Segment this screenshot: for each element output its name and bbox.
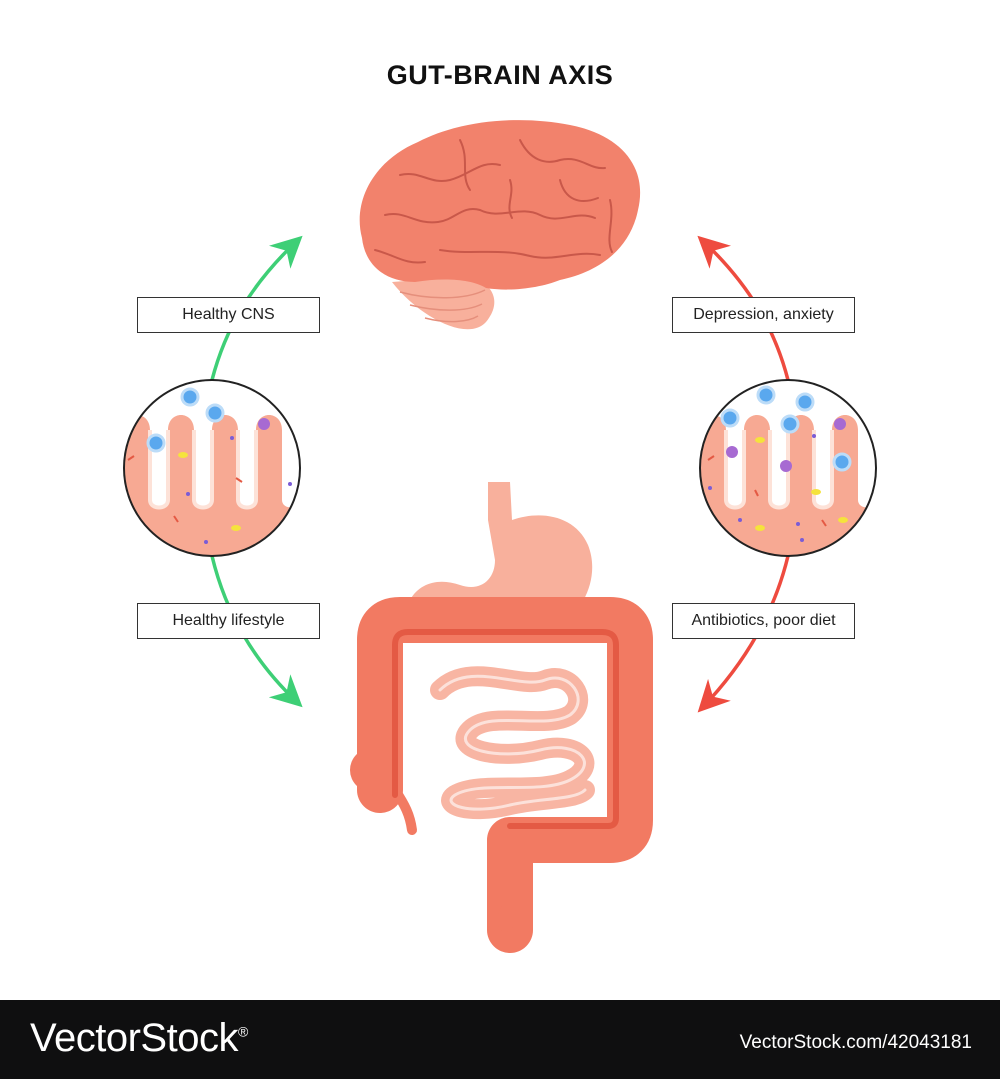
small-intestine-illustration: [430, 666, 595, 820]
label-healthy-cns: Healthy CNS: [137, 297, 320, 333]
brain-illustration: [359, 120, 641, 330]
diagram-title: GUT-BRAIN AXIS: [386, 60, 614, 90]
image-url: VectorStock.com/42043181: [739, 1032, 972, 1053]
label-healthy-lifestyle: Healthy lifestyle: [137, 603, 320, 639]
diagram-canvas: GUT-BRAIN AXIS: [123, 60, 877, 953]
healthy-gut-microscope-view: [123, 379, 301, 557]
illustration: [123, 120, 877, 953]
label-depression-anxiety: Depression, anxiety: [672, 297, 855, 333]
label-antibiotics-poor-diet: Antibiotics, poor diet: [672, 603, 855, 639]
vectorstock-logo: VectorStock®: [30, 1016, 248, 1061]
watermark-footer: VectorStock® VectorStock.com/42043181: [0, 1000, 1000, 1079]
unhealthy-gut-microscope-view: [699, 379, 877, 557]
colon-illustration: [350, 597, 653, 953]
brand-text: VectorStock: [30, 1016, 238, 1060]
brand-mark: ®: [237, 1023, 248, 1040]
